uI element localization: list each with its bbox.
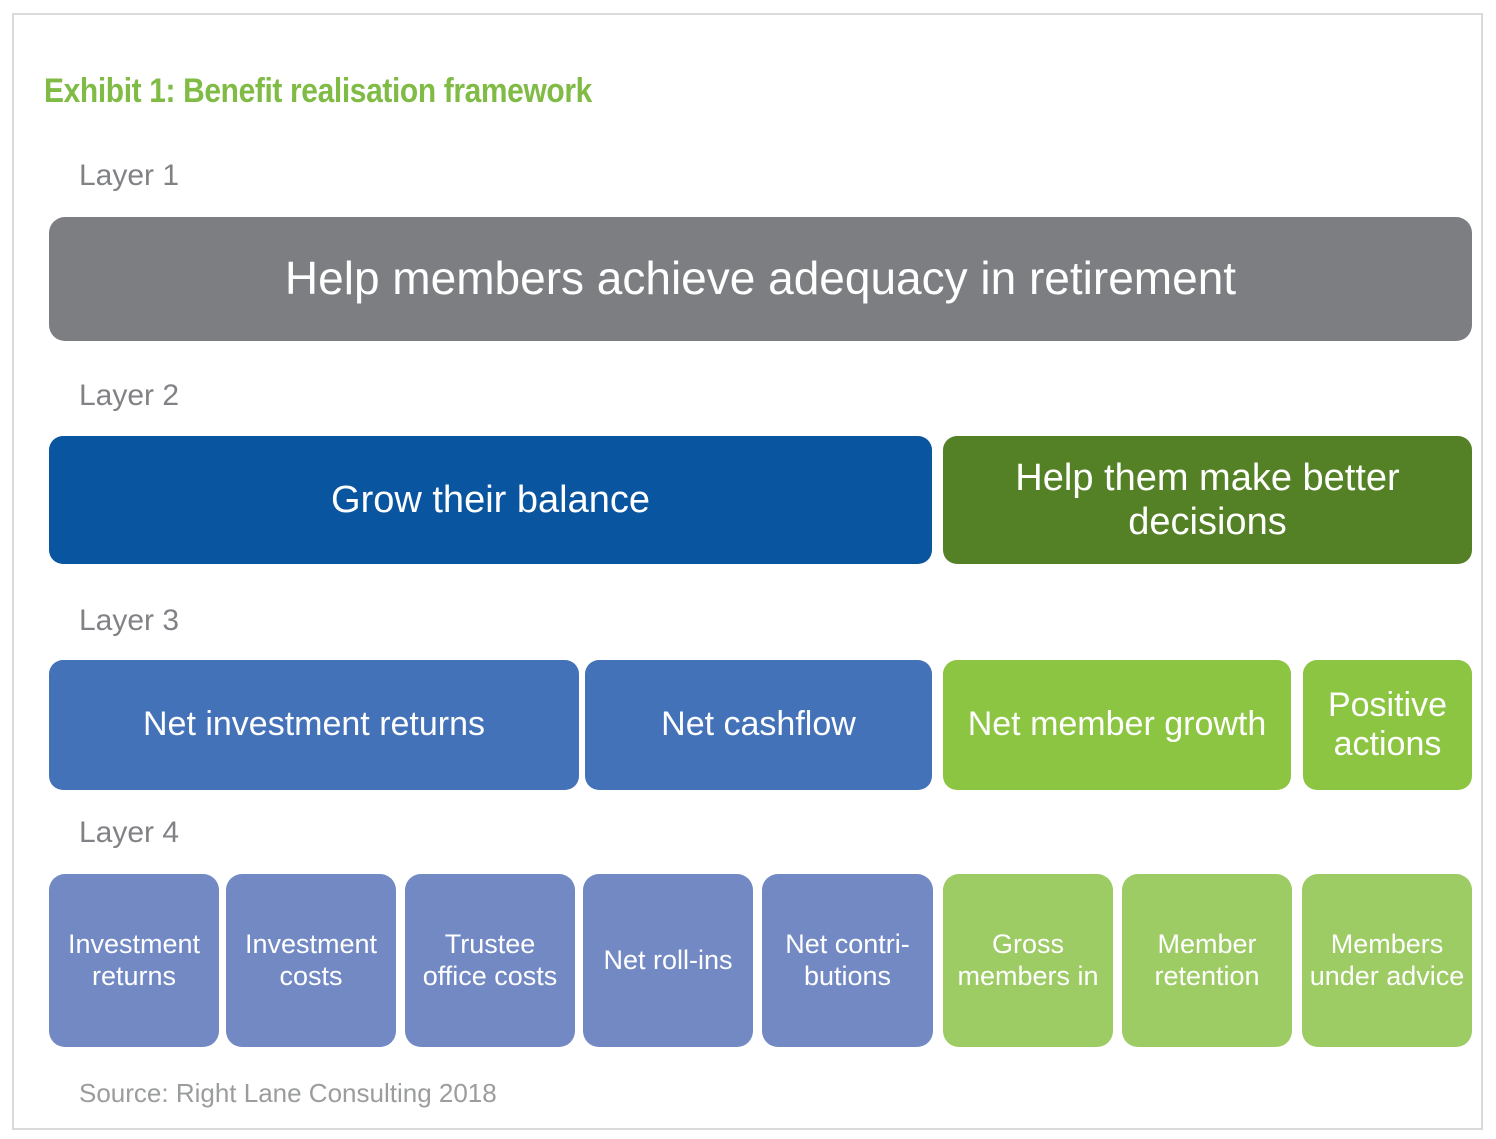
layer-4-box-trustee-office-costs: Trustee office costs [405, 874, 575, 1047]
layer-3-box-net-cashflow: Net cashflow [585, 660, 932, 790]
layer-4-box-gross-members-in: Gross members in [943, 874, 1113, 1047]
layer-1-label: Layer 1 [79, 159, 180, 192]
layer-4-box-investment-costs: Investment costs [226, 874, 396, 1047]
layer-3-box-net-investment-returns: Net investment returns [49, 660, 579, 790]
layer-4-box-members-under-advice: Members under advice [1302, 874, 1472, 1047]
layer-4-label: Layer 4 [79, 816, 180, 849]
layer-2-label: Layer 2 [79, 379, 180, 412]
layer-3-box-positive-actions: Positive actions [1303, 660, 1472, 790]
layer-3-box-net-member-growth: Net member growth [943, 660, 1291, 790]
layer-2-box-grow-balance: Grow their balance [49, 436, 932, 564]
layer-3-label: Layer 3 [79, 604, 180, 637]
layer-4-box-member-retention: Member retention [1122, 874, 1292, 1047]
layer-1-box-goal: Help members achieve adequacy in retirem… [49, 217, 1472, 341]
layer-4-box-investment-returns: Investment returns [49, 874, 219, 1047]
layer-4-box-net-contributions: Net contri- butions [762, 874, 933, 1047]
source-note: Source: Right Lane Consulting 2018 [79, 1078, 497, 1108]
layer-4-box-net-roll-ins: Net roll-ins [583, 874, 753, 1047]
exhibit-frame: Exhibit 1: Benefit realisation framework… [12, 13, 1483, 1130]
layer-2-box-better-decisions: Help them make better decisions [943, 436, 1472, 564]
exhibit-title: Exhibit 1: Benefit realisation framework [44, 72, 592, 110]
